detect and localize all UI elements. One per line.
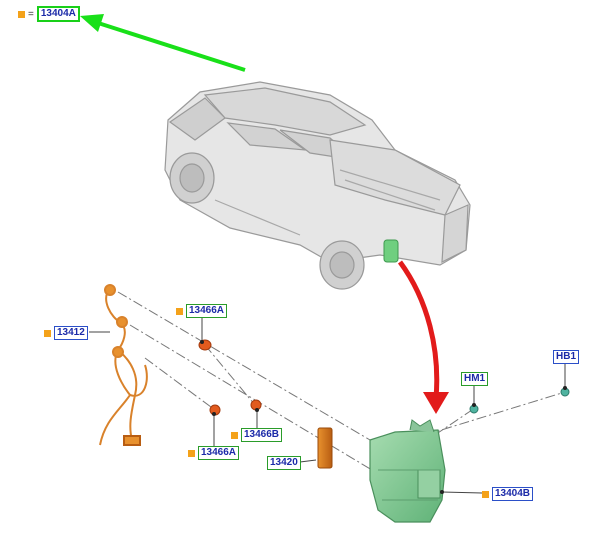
vehicle-tail-lamp-highlight <box>383 239 399 263</box>
part-label-13466a-lower[interactable]: 13466A <box>198 446 240 460</box>
callout-marker <box>482 490 489 498</box>
part-label-hm1[interactable]: HM1 <box>461 372 489 386</box>
callout-bulb-upper: 13466A <box>176 304 228 318</box>
lamp-assembly <box>369 419 446 523</box>
callout-marker <box>188 449 195 457</box>
callout-marker <box>18 10 25 18</box>
callout-lamp-assembly: 13404B <box>482 487 534 501</box>
callout-marker <box>44 329 51 337</box>
callout-screw-hm1: HM1 <box>461 372 489 386</box>
callout-top-reference: = 13404A <box>18 6 80 22</box>
part-label-13466a-upper[interactable]: 13466A <box>186 304 228 318</box>
vehicle-pickup-truck <box>164 81 471 290</box>
callout-bulb-mid: 13466B <box>231 428 283 442</box>
callout-screw-hb1: HB1 <box>553 350 580 364</box>
part-label-13404b[interactable]: 13404B <box>492 487 534 501</box>
callout-marker <box>176 307 183 315</box>
callout-reflector: 13420 <box>267 456 301 470</box>
leader-dots <box>200 340 567 494</box>
part-label-13466b[interactable]: 13466B <box>241 428 283 442</box>
part-label-13420[interactable]: 13420 <box>267 456 301 470</box>
green-pointer-arrow <box>80 14 246 72</box>
part-label-hb1[interactable]: HB1 <box>553 350 580 364</box>
callout-harness: 13412 <box>44 326 88 340</box>
reflector-part <box>317 427 333 469</box>
callout-equals: = <box>28 8 34 20</box>
assembly-lines <box>117 291 566 471</box>
part-label-13404a-top[interactable]: 13404A <box>36 6 80 22</box>
callout-bulb-lower: 13466A <box>188 446 240 460</box>
part-label-13412[interactable]: 13412 <box>54 326 88 340</box>
callout-marker <box>231 431 238 439</box>
callout-leaders <box>89 316 566 494</box>
wiring-harness <box>99 284 148 446</box>
red-pointer-arrow <box>397 260 449 414</box>
